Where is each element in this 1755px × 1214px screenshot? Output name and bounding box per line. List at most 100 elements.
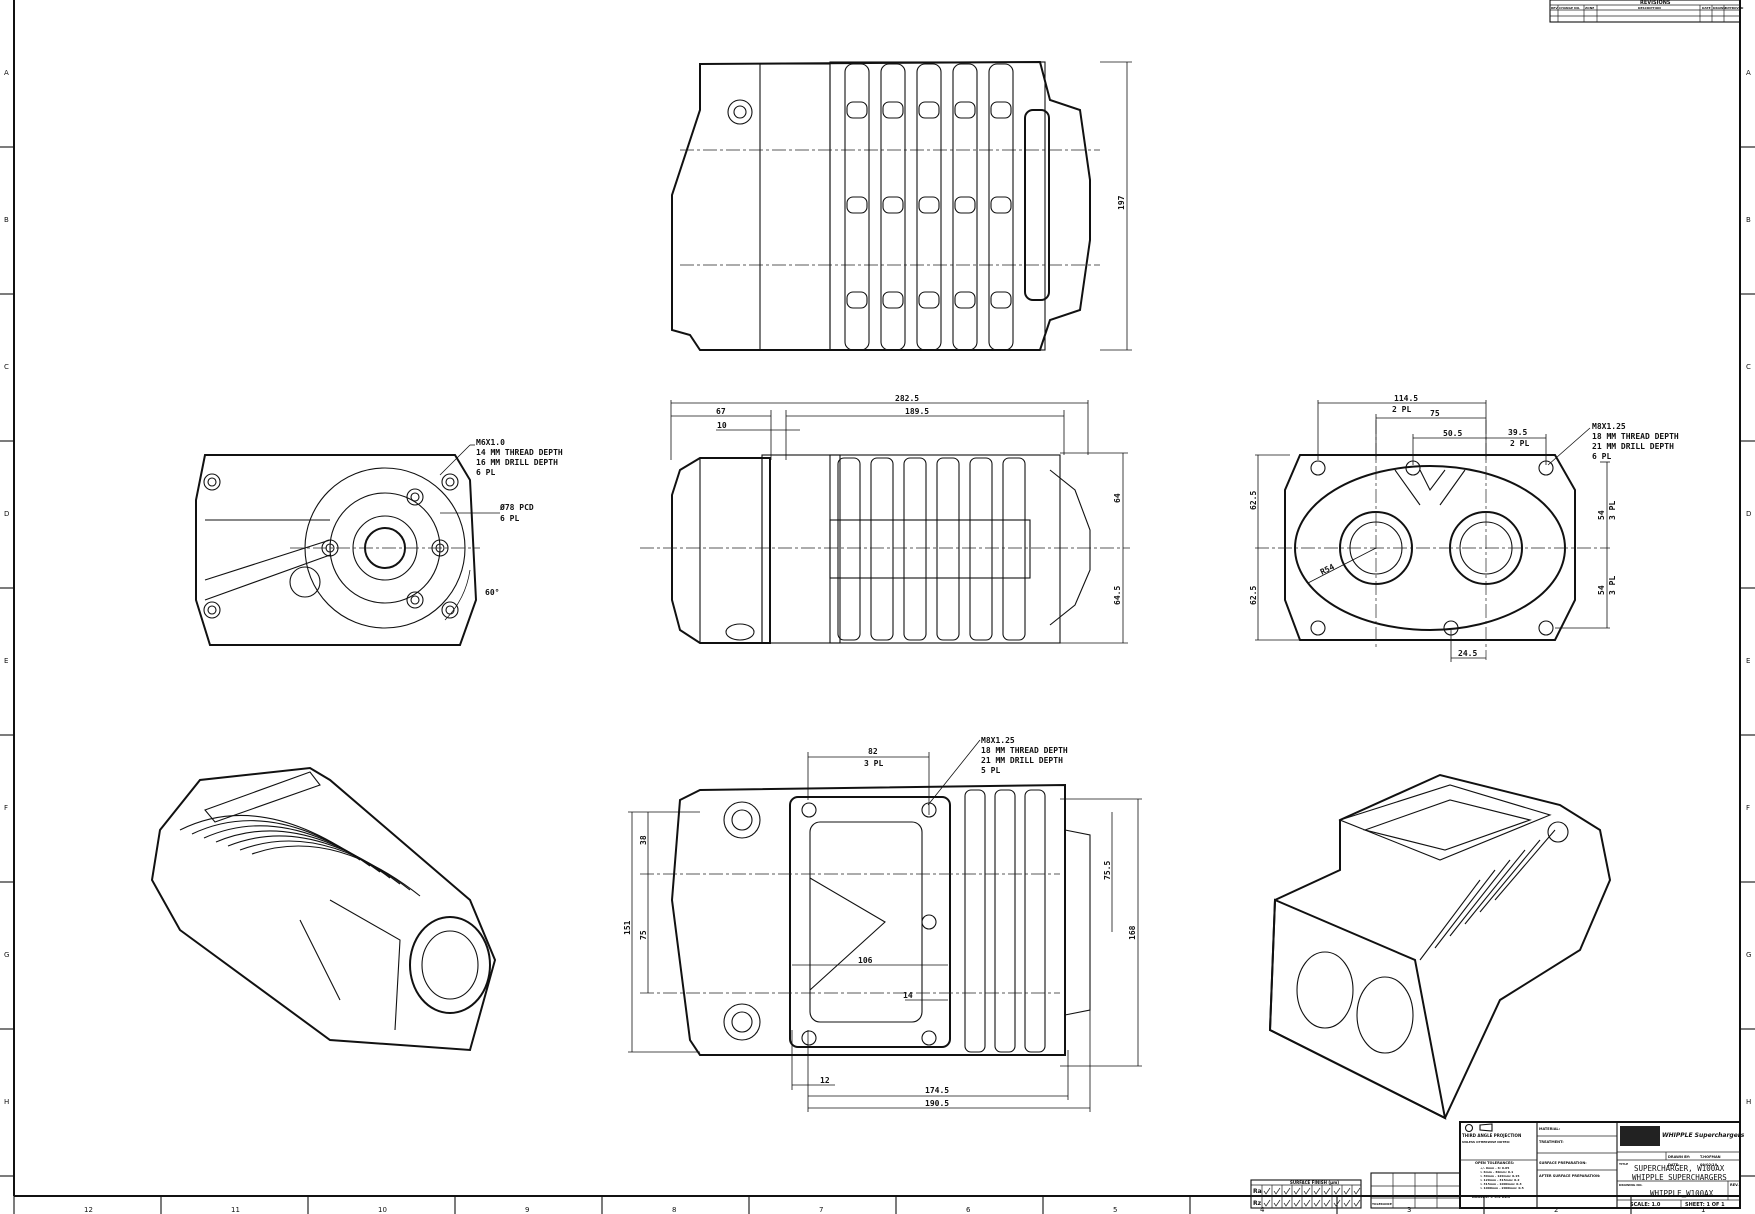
fin-slot	[846, 196, 868, 214]
dim-64: 64	[1113, 493, 1122, 503]
zone-label: 5	[1113, 1206, 1117, 1214]
zone-label: 10	[378, 1206, 387, 1214]
change-header: CHANGE NO.	[1559, 6, 1580, 10]
dim-64-5: 64.5	[1113, 586, 1122, 605]
dim-114-5: 114.5	[1394, 394, 1418, 403]
projection-symbol-icon	[1464, 1123, 1474, 1133]
fin-slot	[882, 101, 904, 119]
right-callout-1: M8X1.25	[1592, 422, 1626, 431]
dim-189-5: 189.5	[905, 407, 929, 416]
drawn-header: DRAWN	[1713, 6, 1726, 10]
fin	[936, 457, 960, 641]
approved-header: APPROVED	[1725, 6, 1744, 10]
fin	[1419, 879, 1481, 961]
right-callout-3: 21 MM DRILL DEPTH	[1592, 442, 1674, 451]
check-icon	[1293, 1199, 1301, 1207]
isometric-view-left	[150, 766, 497, 1052]
dim-282-5: 282.5	[895, 394, 919, 403]
fin-slot	[918, 196, 940, 214]
dim-50-5: 50.5	[1443, 429, 1462, 438]
fin	[916, 63, 942, 351]
front-view: 282.5 67 189.5 10 64 64.5	[640, 394, 1130, 644]
fin	[1002, 457, 1026, 641]
date: 09/02/10	[1700, 1163, 1718, 1167]
description-header: DESCRIPTION	[1638, 6, 1661, 10]
check-icon	[1283, 1187, 1291, 1195]
fin-slot	[882, 291, 904, 309]
check-icon	[1333, 1187, 1341, 1195]
zone-label: G	[1746, 951, 1751, 959]
dim-54-bottom: 54	[1597, 585, 1606, 595]
notes-block	[1620, 1126, 1660, 1146]
bolt-hole-inner	[445, 605, 455, 615]
dim-10: 10	[717, 421, 727, 430]
fin	[1024, 789, 1046, 1053]
bolt-hole	[801, 1030, 817, 1046]
date-header: DATE	[1702, 6, 1711, 10]
bottom-view: 82 3 PL M8X1.25 18 MM THREAD DEPTH 21 MM…	[623, 736, 1142, 1112]
treatment-label: TREATMENT:	[1539, 1140, 1564, 1144]
dim-197: 197	[1117, 195, 1126, 210]
isometric-view-right	[1268, 773, 1612, 1120]
whipple-logo	[1024, 109, 1050, 301]
dim-75-5: 75.5	[1103, 861, 1112, 880]
rev-label: REV.	[1730, 1183, 1739, 1187]
bolt-hole	[203, 601, 221, 619]
fin	[251, 845, 421, 897]
left-end-view: M6X1.0 14 MM THREAD DEPTH 16 MM DRILL DE…	[195, 438, 563, 646]
fin-slot	[918, 291, 940, 309]
zone-label: 9	[525, 1206, 529, 1214]
check-icon	[1283, 1199, 1291, 1207]
dim-75-left: 75	[639, 930, 648, 940]
check-icon	[1273, 1199, 1281, 1207]
fin-slot	[846, 291, 868, 309]
bottom-callout-3: 21 MM DRILL DEPTH	[981, 756, 1063, 765]
fin	[837, 457, 861, 641]
fin-slot	[954, 291, 976, 309]
surface-finish-title: SURFACE FINISH (µm)	[1290, 1180, 1339, 1185]
drawing-no-label: DRAWING NO.	[1619, 1183, 1643, 1187]
drawing-title-line-1: SUPERCHARGER, W100AX	[1634, 1164, 1725, 1173]
fin-slot	[990, 196, 1012, 214]
dim-82: 82	[868, 747, 878, 756]
fin	[1494, 829, 1556, 901]
right-callout-2: 18 MM THREAD DEPTH	[1592, 432, 1679, 441]
check-icon	[1273, 1187, 1281, 1195]
fin	[969, 457, 993, 641]
angles-tolerance: ANGLES: ± 0.5 DEG	[1472, 1195, 1510, 1199]
tolerance-label: TOLERANCE	[1372, 1202, 1392, 1206]
material-label: MATERIAL:	[1539, 1127, 1561, 1131]
drawing-title-line-2: WHIPPLE SUPERCHARGERS	[1632, 1173, 1727, 1182]
scale: SCALE: 1.0	[1630, 1202, 1661, 1208]
notes-title: UNLESS OTHERWISE NOTED:	[1462, 1140, 1510, 1144]
check-icon	[1343, 1187, 1351, 1195]
rev-header: REV	[1551, 6, 1558, 10]
zone-label: 3	[1407, 1206, 1411, 1214]
zone-label: 2	[1554, 1206, 1558, 1214]
zone-label: G	[4, 951, 9, 959]
surface-finish-table: SURFACE FINISH (µm) Ra Rz TOLERANCE	[1250, 1172, 1461, 1209]
fin	[870, 457, 894, 641]
dim-39-5-note: 2 PL	[1510, 439, 1529, 448]
fin	[994, 789, 1016, 1053]
zone-label: D	[4, 510, 9, 518]
dim-75: 75	[1430, 409, 1440, 418]
after-surface-prep-label: AFTER SURFACE PREPARATION:	[1539, 1174, 1601, 1178]
zone-label: H	[4, 1098, 9, 1106]
pcd-note: 6 PL	[500, 514, 519, 523]
fin	[1464, 849, 1526, 925]
dim-24-5: 24.5	[1458, 649, 1477, 658]
bottom-callout-1: M8X1.25	[981, 736, 1015, 745]
left-callout-1: M6X1.0	[476, 438, 505, 447]
fin-slot	[918, 101, 940, 119]
brand-logo: WHIPPLE Superchargers	[1662, 1132, 1745, 1139]
left-callout-2: 14 MM THREAD DEPTH	[476, 448, 563, 457]
sheet: SHEET: 1 OF 1	[1685, 1202, 1725, 1208]
dim-39-5: 39.5	[1508, 428, 1527, 437]
zone-label: A	[4, 69, 9, 77]
dim-54-bottom-note: 3 PL	[1608, 576, 1617, 595]
left-callout-3: 16 MM DRILL DEPTH	[476, 458, 558, 467]
dim-38: 38	[639, 835, 648, 845]
